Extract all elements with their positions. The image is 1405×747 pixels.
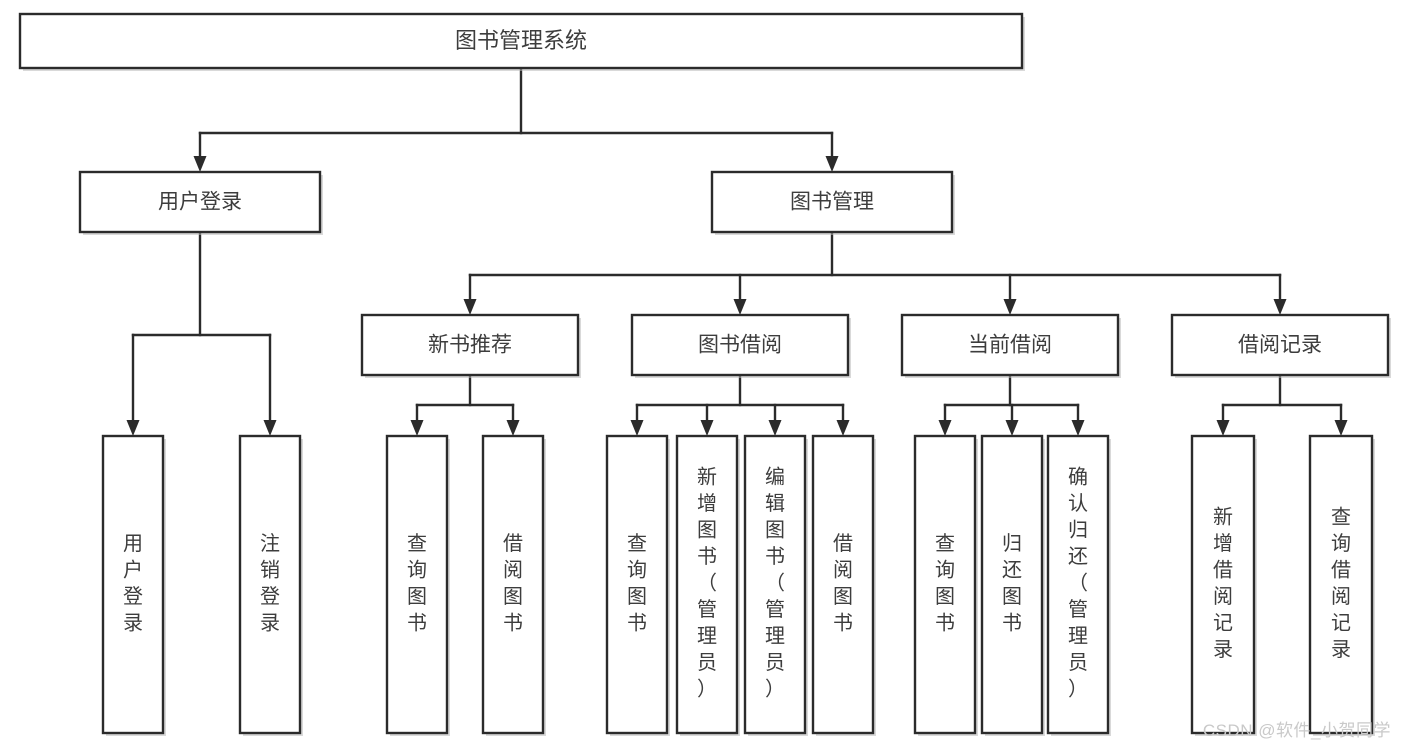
node-book-borrow[interactable]: 图书借阅 — [630, 313, 851, 378]
node-label-vertical: 编辑图书（管理员） — [765, 466, 785, 701]
node-box[interactable] — [675, 434, 739, 735]
edge-group-new-book-rec — [410, 373, 520, 436]
arrow-head-icon — [506, 420, 520, 436]
node-label: 图书借阅 — [698, 334, 782, 357]
node-box[interactable] — [1308, 434, 1374, 735]
node-leaf-rec-borrow-book[interactable]: 借阅图书 — [481, 434, 546, 736]
arrow-head-icon — [733, 299, 747, 315]
edge-group-borrow-record — [1216, 373, 1348, 436]
arrow-head-icon — [630, 420, 644, 436]
arrow-head-icon — [1071, 420, 1085, 436]
node-leaf-confirm-return-admin[interactable]: 确认归还（管理员） — [1046, 434, 1111, 736]
arrow-head-icon — [463, 299, 477, 315]
node-root[interactable]: 图书管理系统 — [18, 12, 1025, 71]
node-box[interactable] — [900, 313, 1120, 377]
watermark-label: CSDN @软件_小贺同学 — [1202, 721, 1391, 740]
node-label: 用户登录 — [158, 191, 242, 214]
arrow-head-icon — [410, 420, 424, 436]
arrow-head-icon — [1003, 299, 1017, 315]
arrow-head-icon — [126, 420, 140, 436]
arrow-head-icon — [700, 420, 714, 436]
node-box[interactable] — [1190, 434, 1256, 735]
node-new-book-rec[interactable]: 新书推荐 — [360, 313, 581, 378]
node-user-login[interactable]: 用户登录 — [78, 170, 323, 235]
node-box[interactable] — [743, 434, 807, 735]
node-label: 借阅记录 — [1238, 334, 1322, 357]
node-box[interactable] — [481, 434, 545, 735]
node-label-vertical: 查询图书 — [627, 532, 647, 635]
arrow-head-icon — [768, 420, 782, 436]
node-book-manage[interactable]: 图书管理 — [710, 170, 955, 235]
node-label-vertical: 查询图书 — [407, 532, 427, 635]
node-leaf-query-borrow-record[interactable]: 查询借阅记录 — [1308, 434, 1375, 736]
node-leaf-user-login[interactable]: 用户登录 — [101, 434, 166, 736]
node-box[interactable] — [360, 313, 580, 377]
node-label-vertical: 查询借阅记录 — [1331, 506, 1351, 662]
node-box[interactable] — [980, 434, 1044, 735]
node-label-vertical: 归还图书 — [1002, 532, 1022, 635]
edge-group-root — [193, 66, 839, 172]
node-box[interactable] — [385, 434, 449, 735]
node-box[interactable] — [101, 434, 165, 735]
edge-group-book-borrow — [630, 373, 850, 436]
node-label: 新书推荐 — [428, 334, 512, 357]
node-label-vertical: 注销登录 — [260, 532, 280, 635]
node-box[interactable] — [605, 434, 669, 735]
edge-group-book-manage — [463, 230, 1287, 315]
node-label-vertical: 确认归还（管理员） — [1068, 466, 1088, 701]
node-leaf-add-book-admin[interactable]: 新增图书（管理员） — [675, 434, 740, 736]
node-box[interactable] — [238, 434, 302, 735]
node-label: 当前借阅 — [968, 334, 1052, 357]
node-leaf-user-logout[interactable]: 注销登录 — [238, 434, 303, 736]
arrow-head-icon — [1216, 420, 1230, 436]
node-label-vertical: 借阅图书 — [833, 532, 853, 635]
node-leaf-return-book[interactable]: 归还图书 — [980, 434, 1045, 736]
arrow-head-icon — [825, 156, 839, 172]
node-box[interactable] — [710, 170, 954, 234]
node-box[interactable] — [630, 313, 850, 377]
node-leaf-edit-book-admin[interactable]: 编辑图书（管理员） — [743, 434, 808, 736]
node-label: 图书管理系统 — [455, 28, 587, 53]
node-box[interactable] — [811, 434, 875, 735]
edge-group-user-login — [126, 230, 277, 436]
node-leaf-rec-query-book[interactable]: 查询图书 — [385, 434, 450, 736]
edges-layer — [126, 66, 1348, 436]
node-box[interactable] — [18, 12, 1024, 70]
arrow-head-icon — [938, 420, 952, 436]
node-label: 图书管理 — [790, 191, 874, 214]
arrow-head-icon — [1005, 420, 1019, 436]
node-leaf-add-borrow-record[interactable]: 新增借阅记录 — [1190, 434, 1257, 736]
arrow-head-icon — [1273, 299, 1287, 315]
edge-group-current-borrow — [938, 373, 1085, 436]
node-box[interactable] — [1170, 313, 1390, 377]
node-leaf-borrow-query-book[interactable]: 查询图书 — [605, 434, 670, 736]
arrow-head-icon — [193, 156, 207, 172]
node-label-vertical: 新增图书（管理员） — [697, 466, 717, 701]
node-label-vertical: 新增借阅记录 — [1213, 506, 1233, 662]
node-label-vertical: 查询图书 — [935, 532, 955, 635]
node-label-vertical: 借阅图书 — [503, 532, 523, 635]
node-leaf-cur-query-book[interactable]: 查询图书 — [913, 434, 978, 736]
arrow-head-icon — [836, 420, 850, 436]
arrow-head-icon — [263, 420, 277, 436]
node-box[interactable] — [78, 170, 322, 234]
node-current-borrow[interactable]: 当前借阅 — [900, 313, 1121, 378]
node-leaf-borrow-book[interactable]: 借阅图书 — [811, 434, 876, 736]
nodes-layer: 图书管理系统用户登录图书管理新书推荐图书借阅当前借阅借阅记录用户登录注销登录查询… — [18, 12, 1391, 736]
node-label-vertical: 用户登录 — [123, 533, 143, 635]
arrow-head-icon — [1334, 420, 1348, 436]
node-box[interactable] — [1046, 434, 1110, 735]
node-borrow-record[interactable]: 借阅记录 — [1170, 313, 1391, 378]
node-box[interactable] — [913, 434, 977, 735]
